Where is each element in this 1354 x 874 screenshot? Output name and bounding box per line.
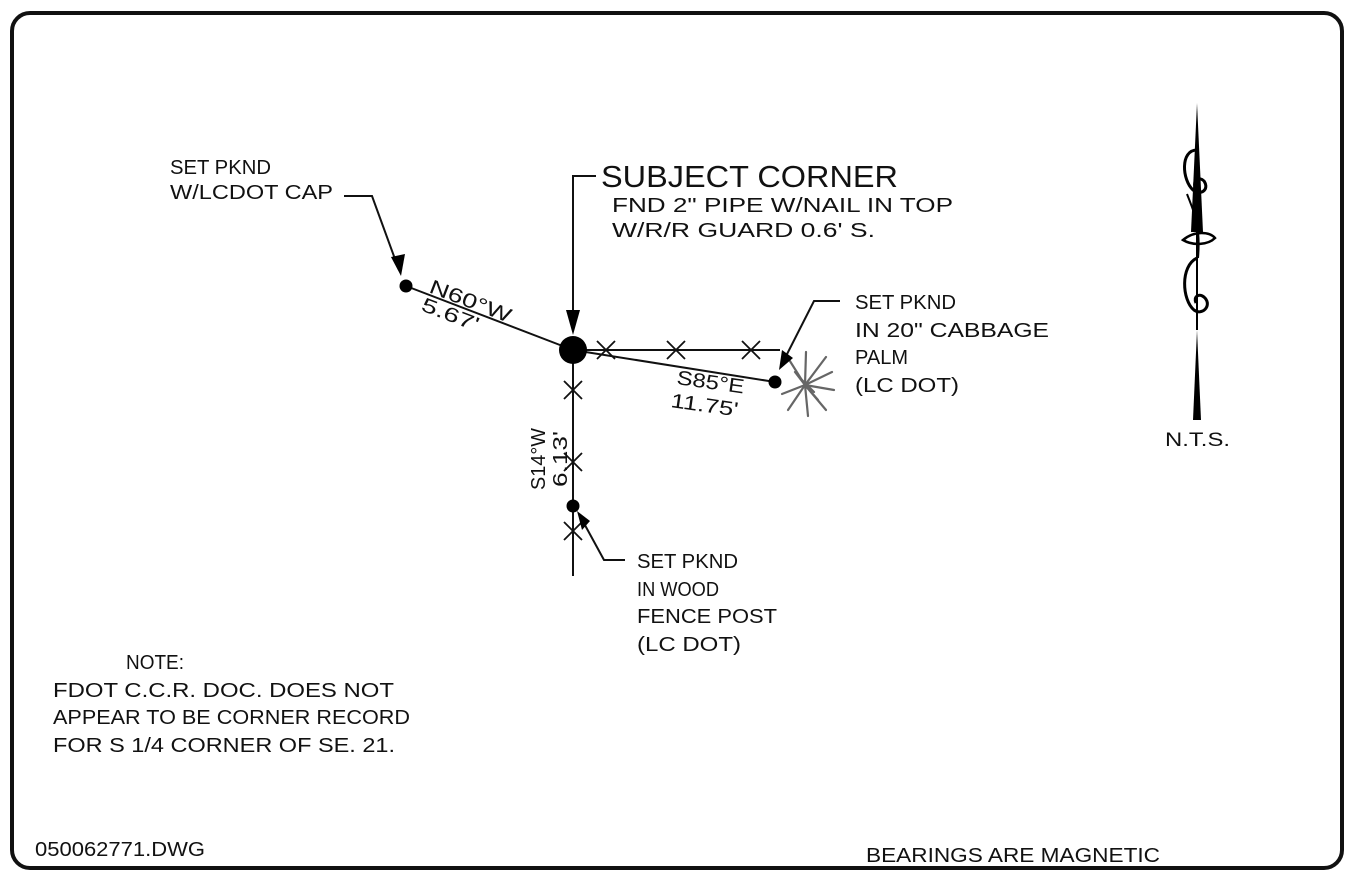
sheet-border bbox=[10, 11, 1344, 870]
subject-corner-title: SUBJECT CORNER bbox=[601, 159, 898, 194]
subject-corner-desc-2: W/R/R GUARD 0.6' S. bbox=[612, 220, 875, 242]
subject-corner-desc-1: FND 2" PIPE W/NAIL IN TOP bbox=[612, 195, 953, 217]
monument-points bbox=[399, 279, 782, 513]
pknd-east-monument bbox=[768, 375, 782, 389]
set-south-label-4: (LC DOT) bbox=[637, 634, 741, 656]
s-bearing-label: S14°W bbox=[528, 428, 550, 490]
subject-corner-monument bbox=[559, 336, 587, 364]
set-east-label-1: SET PKND bbox=[855, 292, 956, 314]
fence-x-marks bbox=[563, 340, 761, 541]
note-line-1: FDOT C.C.R. DOC. DOES NOT bbox=[53, 680, 394, 702]
bearings-note: BEARINGS ARE MAGNETIC bbox=[866, 845, 1160, 867]
tie-lines bbox=[405, 285, 776, 383]
drawing-file-label: 050062771.DWG bbox=[35, 839, 205, 861]
set-east-label-2: IN 20" CABBAGE bbox=[855, 320, 1049, 342]
note-line-3: FOR S 1/4 CORNER OF SE. 21. bbox=[53, 735, 395, 757]
note-line-2: APPEAR TO BE CORNER RECORD bbox=[53, 707, 410, 729]
s-distance-label: 6.13' bbox=[550, 431, 572, 487]
nts-label: N.T.S. bbox=[1165, 430, 1230, 451]
set-west-label-2: W/LCDOT CAP bbox=[170, 182, 333, 204]
note-heading: NOTE: bbox=[126, 652, 184, 674]
set-west-label-1: SET PKND bbox=[170, 157, 271, 179]
set-south-label-1: SET PKND bbox=[637, 551, 738, 573]
set-south-label-3: FENCE POST bbox=[637, 606, 777, 628]
set-east-label-3: PALM bbox=[855, 347, 908, 369]
north-arrow-icon bbox=[1180, 103, 1217, 420]
pknd-south-monument bbox=[566, 499, 580, 513]
cabbage-palm-symbol bbox=[780, 350, 836, 418]
set-east-label-4: (LC DOT) bbox=[855, 375, 959, 397]
leader-lines bbox=[344, 175, 840, 561]
set-south-label-2: IN WOOD bbox=[637, 579, 719, 601]
pknd-west-monument bbox=[399, 279, 413, 293]
